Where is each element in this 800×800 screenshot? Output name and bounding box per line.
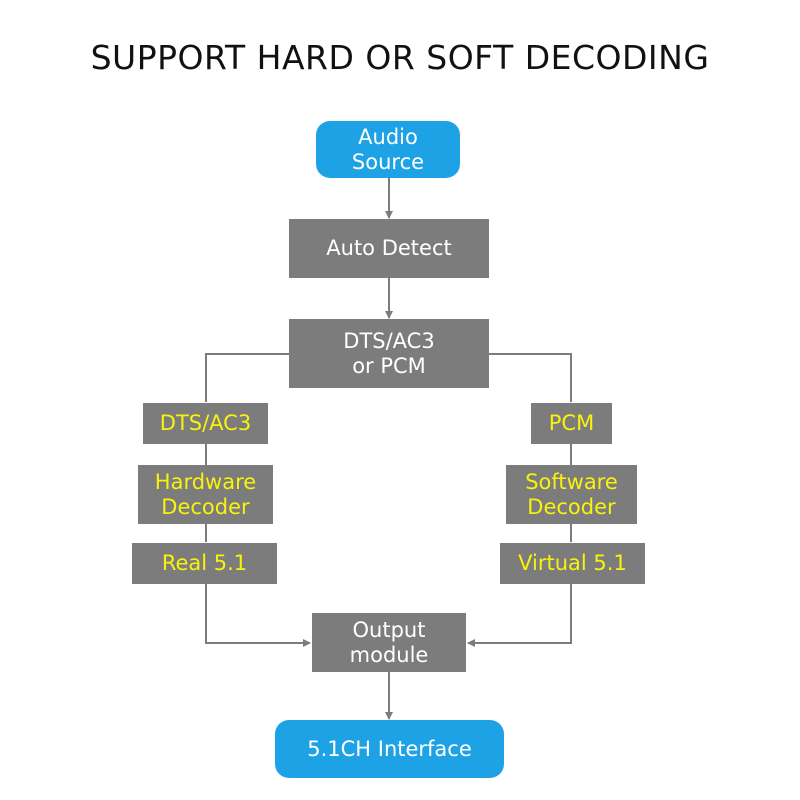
right-format-node: PCM xyxy=(531,403,612,444)
left-format-label: DTS/AC3 xyxy=(159,411,252,436)
line-format-to-left xyxy=(205,353,289,402)
audio-source-line-1: Audio xyxy=(358,125,418,150)
hardware-decoder-line-2: Decoder xyxy=(161,494,250,519)
line-format-to-right xyxy=(489,353,572,402)
software-decoder-line-2: Decoder xyxy=(527,494,616,519)
right-format-label: PCM xyxy=(548,411,595,436)
hardware-decoder-line-1: Hardware xyxy=(154,470,257,495)
left-format-node: DTS/AC3 xyxy=(143,403,268,444)
real-5-1-node: Real 5.1 xyxy=(132,543,277,584)
arrow-left-to-output-module xyxy=(205,584,311,647)
hardware-decoder-node: Hardware Decoder xyxy=(138,465,273,524)
auto-detect-node: Auto Detect xyxy=(289,219,489,278)
interface-label: 5.1CH Interface xyxy=(307,736,472,761)
output-module-node: Output module xyxy=(312,613,466,672)
real-5-1-label: Real 5.1 xyxy=(161,551,248,576)
format-select-line-2: or PCM xyxy=(352,353,426,378)
software-decoder-line-1: Software xyxy=(525,470,618,495)
auto-detect-label: Auto Detect xyxy=(326,236,452,261)
interface-node: 5.1CH Interface xyxy=(275,720,504,778)
format-select-node: DTS/AC3 or PCM xyxy=(289,319,489,388)
output-module-line-2: module xyxy=(349,642,429,667)
diagram-title: SUPPORT HARD OR SOFT DECODING xyxy=(90,38,710,77)
arrow-right-to-output-module xyxy=(467,584,572,647)
audio-source-node: Audio Source xyxy=(316,121,460,178)
output-module-line-1: Output xyxy=(352,618,426,643)
format-select-line-1: DTS/AC3 xyxy=(343,329,435,354)
audio-source-line-2: Source xyxy=(351,149,425,174)
virtual-5-1-node: Virtual 5.1 xyxy=(500,543,645,584)
virtual-5-1-label: Virtual 5.1 xyxy=(518,551,627,576)
software-decoder-node: Software Decoder xyxy=(506,465,637,524)
